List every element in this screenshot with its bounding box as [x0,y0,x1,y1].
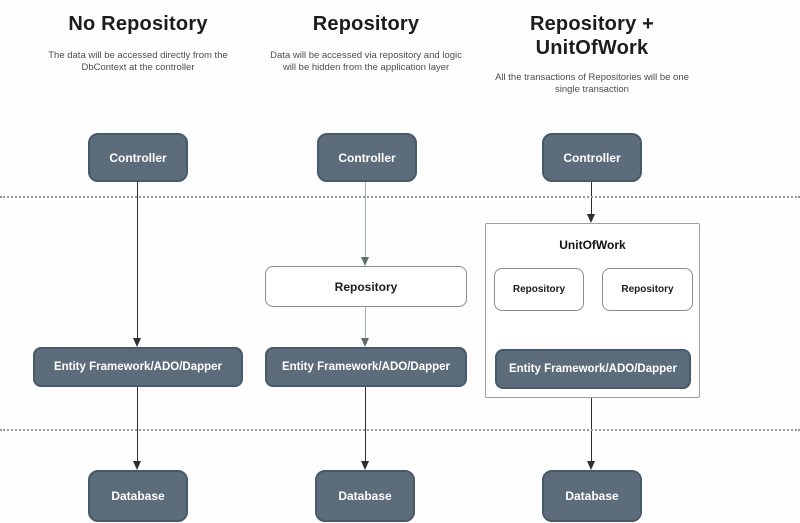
repository-box-col3-right: Repository [602,268,693,311]
arrowhead-col1-controller-to-ef [133,338,141,347]
column-title-repository-unitofwork: Repository + UnitOfWork [529,13,655,59]
layer-divider-bottom [0,429,800,431]
arrowhead-col3-controller-to-unitofwork [587,214,595,223]
arrow-line-col2-controller-to-repository [365,182,366,258]
entity-framework-box-col1: Entity Framework/ADO/Dapper [33,347,243,387]
arrow-line-col1-controller-to-ef [137,182,138,339]
column-title-no-repository: No Repository [68,13,208,35]
database-box-col1: Database [88,470,188,522]
arrowhead-col3-unitofwork-to-database [587,461,595,470]
repository-box-col3-left: Repository [494,268,584,311]
arrowhead-col2-repository-to-ef [361,338,369,347]
unitofwork-title: UnitOfWork [559,238,626,252]
column-subtitle-repository-unitofwork: All the transactions of Repositories wil… [495,72,689,95]
column-subtitle-no-repository: The data will be accessed directly from … [48,50,228,73]
entity-framework-box-col3: Entity Framework/ADO/Dapper [495,349,691,389]
arrow-line-col3-controller-to-unitofwork [591,182,592,215]
controller-box-col2: Controller [317,133,417,182]
entity-framework-box-col2: Entity Framework/ADO/Dapper [265,347,467,387]
controller-box-col3: Controller [542,133,642,182]
column-subtitle-repository: Data will be accessed via repository and… [270,50,462,73]
controller-box-col1: Controller [88,133,188,182]
arrowhead-col2-ef-to-database [361,461,369,470]
column-title-repository: Repository [312,13,420,35]
arrow-line-col1-ef-to-database [137,387,138,461]
arrowhead-col2-controller-to-repository [361,257,369,266]
arrow-line-col2-ef-to-database [365,387,366,461]
database-box-col2: Database [315,470,415,522]
unitofwork-container: UnitOfWork Repository Repository Entity … [485,223,700,398]
repository-box-col2: Repository [265,266,467,307]
arrow-line-col2-repository-to-ef [365,307,366,339]
database-box-col3: Database [542,470,642,522]
arrowhead-col1-ef-to-database [133,461,141,470]
layer-divider-top [0,196,800,198]
